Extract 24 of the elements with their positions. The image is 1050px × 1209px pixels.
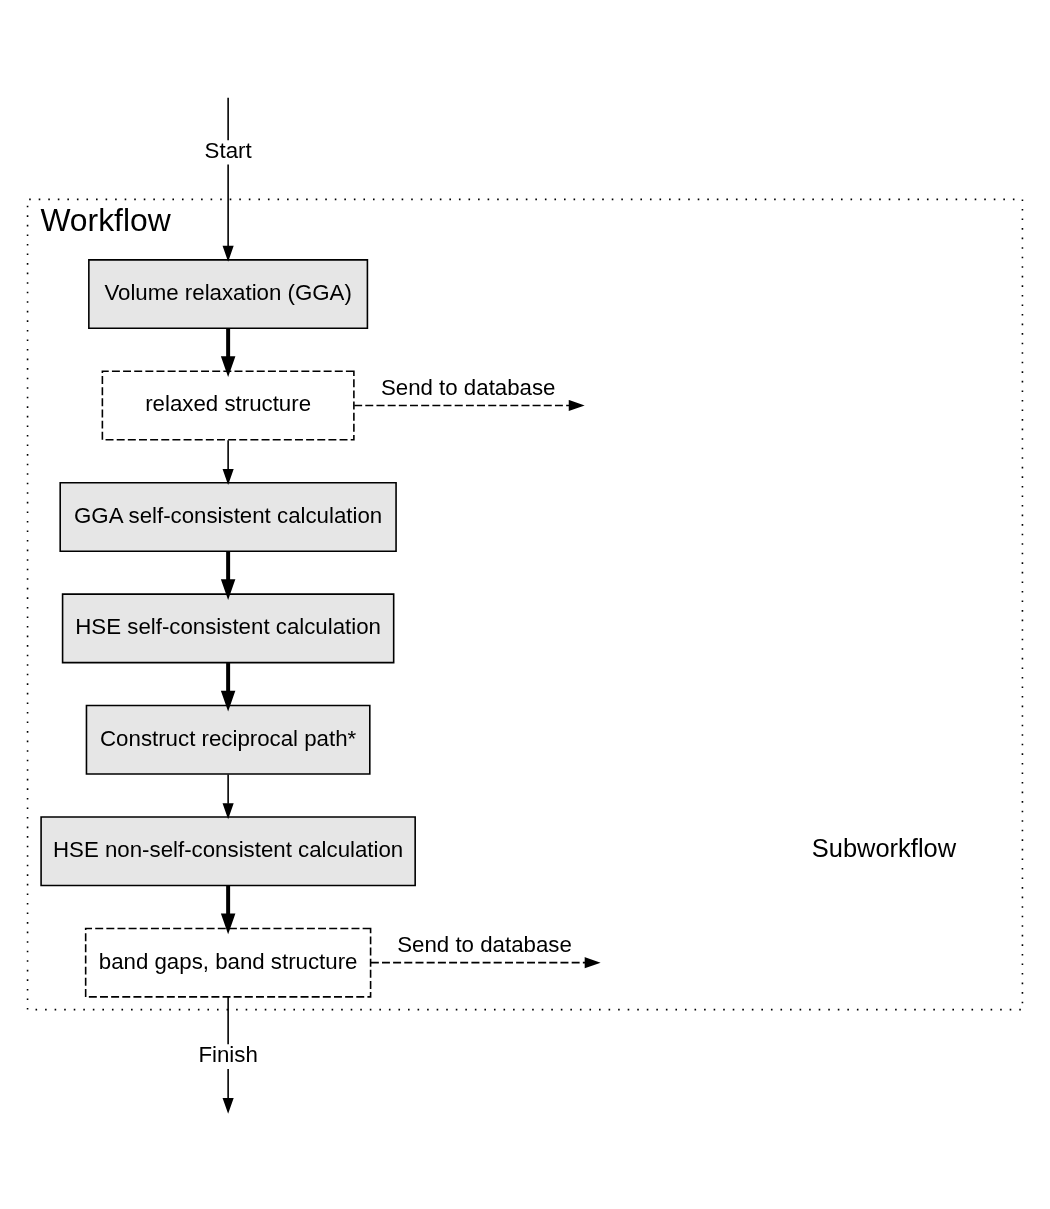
node-box: band gaps, band structure xyxy=(84,927,372,998)
arrow xyxy=(222,773,234,820)
arrow xyxy=(353,399,585,412)
arrow xyxy=(220,663,236,712)
arrow xyxy=(222,1068,234,1114)
arrow xyxy=(370,957,601,969)
node-box: HSE self-consistent calculation xyxy=(61,593,395,664)
connector xyxy=(227,96,229,141)
label: Subworkflow xyxy=(811,834,957,863)
node-box: relaxed structure xyxy=(101,370,355,441)
arrow xyxy=(222,439,234,485)
node-box: Construct reciprocal path* xyxy=(85,704,371,775)
arrow xyxy=(222,163,234,262)
arrow xyxy=(220,885,236,935)
node-text: Start xyxy=(204,138,252,164)
arrow xyxy=(220,551,236,600)
node-box: GGA self-consistent calculation xyxy=(59,481,397,552)
connector xyxy=(227,996,229,1046)
arrow xyxy=(220,328,236,378)
node-text: Finish xyxy=(198,1042,258,1068)
node-box: HSE non-self-consistent calculation xyxy=(40,816,416,887)
edge-label: Send to database xyxy=(380,374,556,400)
node-box: Volume relaxation (GGA) xyxy=(88,259,369,330)
edge-label: Send to database xyxy=(397,931,572,957)
